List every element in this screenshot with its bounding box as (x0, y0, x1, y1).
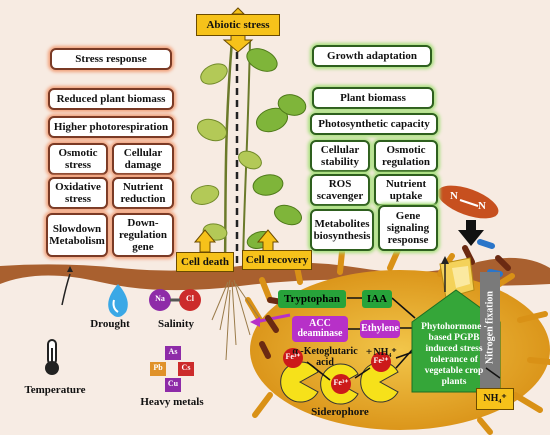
cellular-damage-box: Cellular damage (112, 143, 174, 175)
fe3-ion-2: Fe³⁺ (333, 378, 349, 387)
pgpb-tolerance-label: Phytohormone -based PGPB induced stress … (421, 322, 487, 387)
cl-ion: Cl (186, 294, 194, 303)
tryptophan-box: Tryptophan (278, 290, 346, 308)
temperature-label: Temperature (24, 384, 86, 396)
osmotic-regulation-box: Osmotic regulation (374, 140, 438, 172)
plus-sign: + (365, 346, 373, 358)
pathway-arrow (254, 313, 291, 324)
osmotic-stress-box: Osmotic stress (48, 143, 108, 175)
iron-ions (283, 348, 391, 394)
na-ion: Na (155, 294, 165, 303)
heavy-metals-label: Heavy metals (140, 396, 204, 408)
photorespiration-box: Higher photorespiration (48, 116, 174, 138)
growth-adaptation-box: Growth adaptation (312, 45, 432, 67)
plant-biomass-box: Plant biomass (312, 87, 434, 109)
n-atom-right: N (478, 200, 486, 212)
iaa-box: IAA (362, 290, 392, 308)
abiotic-stress-banner: Abiotic stress (196, 14, 280, 36)
slowdown-metabolism-box: Slowdown Metabolism (46, 213, 108, 257)
siderophore-label: Siderophore (311, 406, 369, 418)
cell-death-label: Cell death (176, 252, 234, 272)
drought-curve-arrow (61, 273, 71, 306)
pathway-connectors (347, 297, 416, 359)
n2-arrow (458, 220, 484, 246)
n2-molecule-icon (437, 185, 499, 219)
ethylene-box: Ethylene (360, 320, 400, 338)
photosynthetic-capacity-box: Photosynthetic capacity (310, 113, 438, 135)
cellular-stability-box: Cellular stability (310, 140, 370, 172)
ketoglutaric-acid-label: α -Ketoglutaric acid (292, 346, 358, 368)
plant-roots (211, 279, 263, 361)
temperature-icon (45, 339, 59, 375)
nutrient-uptake-box: Nutrient uptake (374, 174, 438, 206)
reduced-biomass-box: Reduced plant biomass (48, 88, 174, 110)
drought-label: Drought (90, 318, 130, 330)
downregulation-gene-box: Down-regulation gene (112, 213, 174, 257)
oxidative-stress-box: Oxidative stress (48, 177, 108, 209)
stress-response-box: Stress response (50, 48, 172, 70)
ros-scavenger-box: ROS scavenger (310, 174, 370, 206)
nh4-output-box: NH₄⁺ (476, 388, 514, 410)
fe2-ion: Fe²⁺ (373, 356, 389, 365)
pb-ion: Pb (153, 363, 163, 372)
cs-ion: Cs (181, 363, 191, 372)
acc-deaminase-box: ACC deaminase (292, 316, 348, 342)
gene-signaling-box: Gene signaling response (378, 205, 438, 251)
salinity-label: Salinity (157, 318, 195, 330)
drought-icon (108, 284, 128, 317)
nutrient-crystal-icon (439, 257, 475, 299)
nitrogen-fixation-bar (480, 272, 500, 392)
nitrogen-fixation-label: Nitrogen fixation (484, 291, 496, 364)
fe3-ion-1: Fe³⁺ (285, 352, 301, 361)
nutrient-reduction-box: Nutrient reduction (112, 177, 174, 209)
as-ion: As (168, 347, 178, 356)
salinity-icon (149, 289, 201, 311)
heavy-metals-icon (150, 346, 194, 392)
n-atom-left: N (450, 190, 458, 202)
cu-ion: Cu (167, 379, 179, 388)
nh4-label: NH₄⁺ (373, 347, 397, 358)
metabolites-biosynthesis-box: Metabolites biosynthesis (310, 209, 374, 251)
cell-recovery-label: Cell recovery (242, 250, 312, 270)
